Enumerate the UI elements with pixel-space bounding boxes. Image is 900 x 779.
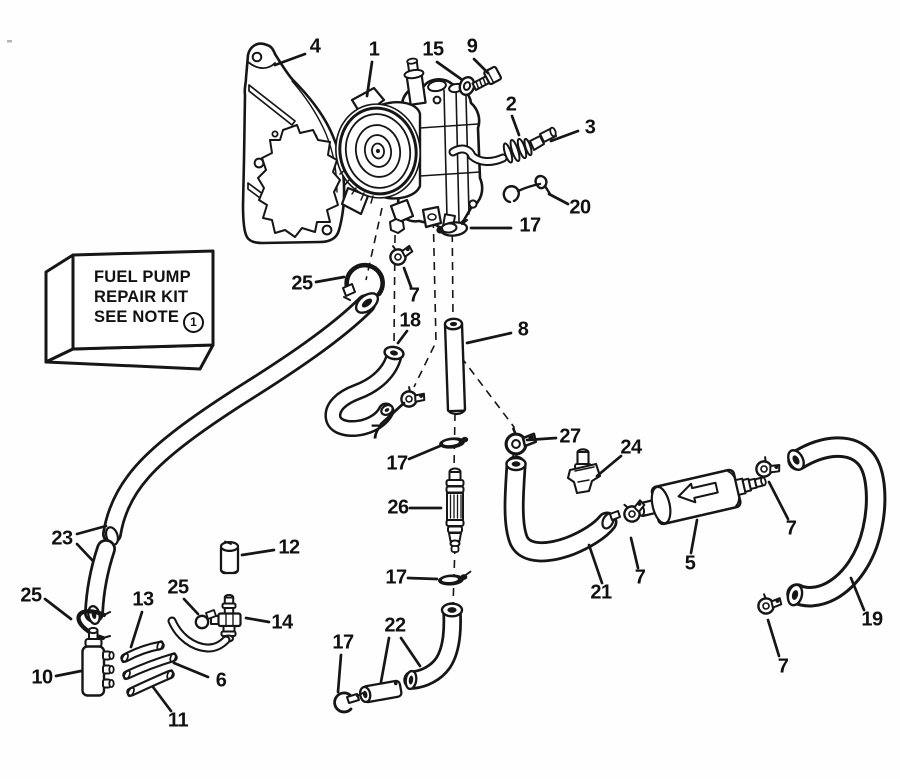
wire-clip-20: [502, 174, 552, 204]
short-hose-13: [120, 640, 165, 664]
tube-8: [443, 317, 467, 416]
note-line-1: FUEL PUMP: [94, 268, 191, 286]
short-hose-11: [126, 669, 175, 698]
part-callout-27: 27: [559, 425, 581, 448]
hose-clamp-17-top: [436, 218, 469, 237]
part-callout-19: 19: [861, 608, 883, 631]
inline-filter-26: [445, 467, 465, 553]
part-callout-11: 11: [167, 709, 189, 732]
fuel-hose-23: [84, 292, 380, 626]
hose-clamp-27: [503, 426, 539, 458]
hose-clamp-17-mid: [439, 436, 469, 449]
repair-kit-note-box: [44, 249, 215, 371]
hose-clamp-17-low: [438, 570, 472, 586]
part-callout-14: 14: [271, 611, 293, 634]
note-reference-circle: 1: [183, 311, 205, 333]
part-callout-2: 2: [505, 93, 517, 116]
part-callout-9: 9: [466, 35, 478, 58]
barbed-fitting-10: [81, 626, 115, 697]
part-callout-6: 6: [215, 669, 227, 692]
mounting-bracket-4: [241, 42, 346, 245]
hose-clamp-25-top: [342, 262, 385, 301]
note-line-3-text: SEE NOTE: [94, 308, 180, 326]
part-callout-17: 17: [519, 214, 541, 237]
part-callout-22: 22: [384, 614, 406, 637]
part-callout-5: 5: [684, 552, 696, 575]
part-callout-17: 17: [385, 566, 407, 589]
hose-clamp-7: [753, 454, 784, 483]
curved-hose-at-14: [167, 616, 231, 653]
part-callout-1: 1: [368, 38, 380, 61]
hose-clamp-17-bottom: [333, 691, 364, 714]
cap-12: [219, 540, 240, 575]
flow-direction-arrow: [677, 481, 719, 504]
hose-clamp-7: [398, 384, 428, 412]
screw-9: [471, 65, 503, 91]
part-callout-7: 7: [408, 284, 420, 307]
print-artifact: [7, 40, 12, 43]
hose-19: [786, 436, 887, 608]
hose-clamp-25-small: [194, 609, 217, 630]
pump-diaphragm-cover: [335, 103, 421, 199]
part-callout-4: 4: [309, 35, 321, 58]
part-callout-20: 20: [569, 196, 591, 219]
part-callout-8: 8: [517, 318, 529, 341]
hose-clamp-7: [387, 241, 416, 268]
short-tube-22: [358, 679, 403, 704]
leader-lines: [43, 52, 866, 713]
fitting-24: [566, 448, 602, 495]
part-callout-25: 25: [291, 272, 313, 295]
part-callout-25: 25: [167, 576, 189, 599]
hose-21: [503, 455, 621, 563]
part-callout-13: 13: [132, 588, 154, 611]
part-callout-12: 12: [278, 536, 300, 559]
part-callout-7: 7: [370, 421, 382, 444]
part-callout-26: 26: [387, 496, 409, 519]
part-callout-24: 24: [620, 436, 642, 459]
part-callout-25: 25: [20, 584, 42, 607]
part-callout-3: 3: [584, 116, 596, 139]
fuel-filter-5: [636, 468, 767, 526]
part-callout-10: 10: [31, 666, 53, 689]
part-callout-18: 18: [399, 309, 421, 332]
part-callout-7: 7: [777, 655, 789, 678]
part-callout-7: 7: [785, 517, 797, 540]
note-line-2: REPAIR KIT: [94, 288, 189, 306]
part-callout-15: 15: [422, 38, 444, 61]
tee-fitting-14: [210, 593, 242, 643]
part-callout-17: 17: [386, 452, 408, 475]
part-callout-21: 21: [590, 581, 612, 604]
short-hose-6: [122, 652, 178, 681]
hose-clamp-7: [756, 592, 784, 617]
part-callout-17: 17: [332, 631, 354, 654]
elbow-hose-22: [403, 602, 464, 691]
hose-18: [324, 345, 405, 437]
part-callout-7: 7: [634, 566, 646, 589]
pump-inlet-fitting: [403, 57, 427, 106]
washer-15: [458, 75, 476, 97]
part-callout-23: 23: [51, 527, 73, 550]
connector-fitting-2-3: [502, 126, 557, 164]
